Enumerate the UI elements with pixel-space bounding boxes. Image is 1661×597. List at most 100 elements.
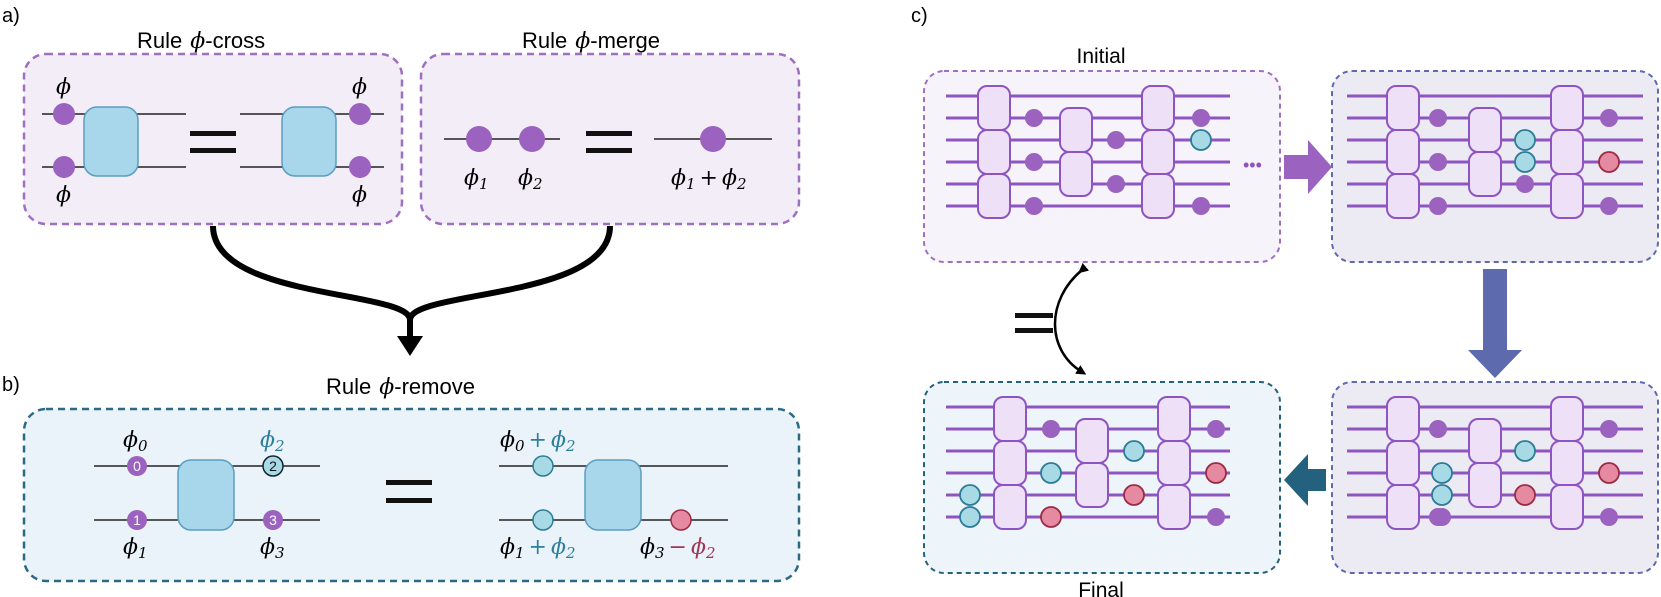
- two-qubit-gate: [1386, 396, 1420, 442]
- phi0-plus-phi2-label: ϕ0+ϕ2: [500, 428, 576, 455]
- equals-sign: [386, 480, 432, 503]
- equals-sign: [586, 131, 632, 153]
- circuit-step3: [1347, 396, 1643, 530]
- phase-node-blue: [1514, 129, 1536, 151]
- two-qubit-gate: [1386, 129, 1420, 175]
- phase-node-blue: [1431, 484, 1453, 506]
- two-qubit-gate: [1141, 85, 1175, 131]
- phi1-plus-phi2-label: ϕ1+ϕ2: [500, 535, 576, 562]
- two-qubit-gate: [1550, 129, 1584, 175]
- phase-node: [1429, 197, 1447, 215]
- cross-lhs: ϕ ϕ: [42, 75, 186, 208]
- phase-node: [1600, 508, 1618, 526]
- phi1-label: ϕ1: [464, 166, 489, 193]
- svg-text:0: 0: [133, 458, 141, 474]
- two-qubit-gate: [1550, 396, 1584, 442]
- phase-node: [1025, 109, 1043, 127]
- two-qubit-gate: [1468, 462, 1502, 508]
- phase-node-red: [1123, 484, 1145, 506]
- two-qubit-gate: [1386, 85, 1420, 131]
- phase-node: [1600, 420, 1618, 438]
- ellipsis: •••: [1243, 155, 1262, 175]
- phi-label: ϕ: [352, 75, 367, 100]
- phase-node-red: [1514, 484, 1536, 506]
- phase-node-0: [127, 456, 147, 476]
- phase-node: [1107, 175, 1125, 193]
- phase-node-red: [670, 509, 692, 531]
- phi3-label: ϕ3: [260, 535, 285, 562]
- remove-rhs: ϕ0+ϕ2 ϕ1+ϕ2 ϕ3−ϕ2: [499, 428, 728, 562]
- two-qubit-gate: [1386, 484, 1420, 530]
- two-qubit-gate: [1141, 129, 1175, 175]
- phase-node-blue: [1514, 440, 1536, 462]
- phase-node-1: [127, 510, 147, 530]
- two-qubit-gate: [1550, 85, 1584, 131]
- two-qubit-gate: [977, 85, 1011, 131]
- phase-node: [1516, 175, 1534, 193]
- phase-node: [1600, 109, 1618, 127]
- phase-node: [1025, 197, 1043, 215]
- two-qubit-gate: [1386, 173, 1420, 219]
- phase-node-sum: [700, 126, 726, 152]
- phase-node-blue: [532, 509, 554, 531]
- circuit-step2: [1347, 85, 1643, 219]
- two-qubit-gate: [993, 396, 1027, 442]
- two-qubit-gate: [1075, 462, 1109, 508]
- phase-node: [1433, 508, 1451, 526]
- phi1-label: ϕ1: [123, 535, 148, 562]
- rule-cross-box: [22, 52, 404, 226]
- two-qubit-gate: [1075, 418, 1109, 464]
- phase-node: [1107, 131, 1125, 149]
- equals-sign: [190, 131, 236, 153]
- phase-node-red: [1598, 462, 1620, 484]
- svg-text:1: 1: [133, 512, 141, 528]
- combine-brace: [210, 225, 613, 323]
- arrow-right-purple: [1284, 140, 1332, 194]
- phi-label: ϕ: [56, 183, 71, 208]
- phase-node-2: [262, 455, 284, 477]
- initial-label: Initial: [1076, 45, 1125, 68]
- phase-node: [53, 103, 75, 125]
- phase-node: [349, 156, 371, 178]
- rule-remove-box: [22, 407, 801, 583]
- phase-node-red: [1598, 151, 1620, 173]
- phase-node-blue: [1514, 151, 1536, 173]
- phase-node: [1192, 109, 1210, 127]
- merge-rhs: ϕ1+ϕ2: [654, 126, 772, 193]
- phase-node: [1025, 153, 1043, 171]
- phase-node: [1429, 420, 1447, 438]
- two-qubit-gate: [1386, 440, 1420, 486]
- svg-text:2: 2: [269, 458, 277, 474]
- phi-sum-label: ϕ1+ϕ2: [671, 166, 747, 193]
- two-qubit-gate: [1468, 107, 1502, 153]
- panel-label-c: c): [911, 5, 928, 27]
- phi0-label: ϕ0: [123, 428, 148, 455]
- final-label: Final: [1078, 579, 1124, 597]
- two-qubit-gate: [1468, 151, 1502, 197]
- phi-label: ϕ: [56, 75, 71, 100]
- phase-node: [1429, 153, 1447, 171]
- two-qubit-gate: [1059, 151, 1093, 197]
- two-qubit-gate: [1059, 107, 1093, 153]
- phase-node-1: [466, 126, 492, 152]
- phase-node-blue: [1190, 129, 1212, 151]
- two-qubit-gate: [1550, 484, 1584, 530]
- two-qubit-gate: [993, 440, 1027, 486]
- two-qubit-gate: [1157, 396, 1191, 442]
- two-qubit-gate: [1468, 418, 1502, 464]
- phase-node: [1600, 197, 1618, 215]
- remove-lhs: 0 2 1 3 ϕ0 ϕ2 ϕ1 ϕ3: [94, 428, 320, 562]
- phase-node-3: [263, 510, 283, 530]
- phase-node-blue: [959, 484, 981, 506]
- phase-node-blue: [1123, 440, 1145, 462]
- rule-merge-box: [419, 52, 801, 226]
- circuit-final: [946, 396, 1230, 530]
- two-qubit-gate: [1141, 173, 1175, 219]
- two-qubit-gate: [977, 129, 1011, 175]
- cross-rhs: ϕ ϕ: [240, 75, 384, 208]
- two-qubit-gate: [1550, 173, 1584, 219]
- panel-label-b: b): [2, 374, 20, 396]
